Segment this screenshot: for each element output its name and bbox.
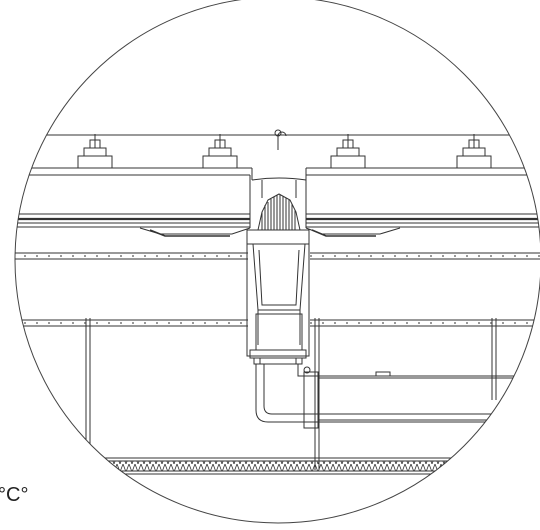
rail-lower [15, 319, 540, 327]
rail-upper [15, 252, 540, 260]
drain-body [246, 229, 311, 374]
left-panel [15, 167, 252, 237]
fixing-clip-4 [456, 134, 492, 169]
right-panel [305, 167, 540, 237]
detail-circle [14, 0, 540, 524]
hangers [85, 318, 497, 470]
elbow-outlet [255, 364, 540, 429]
ribbed-cap [257, 193, 301, 231]
center-upstand [251, 168, 307, 198]
corner-label: °C° [0, 484, 29, 506]
center-hook [274, 129, 287, 150]
